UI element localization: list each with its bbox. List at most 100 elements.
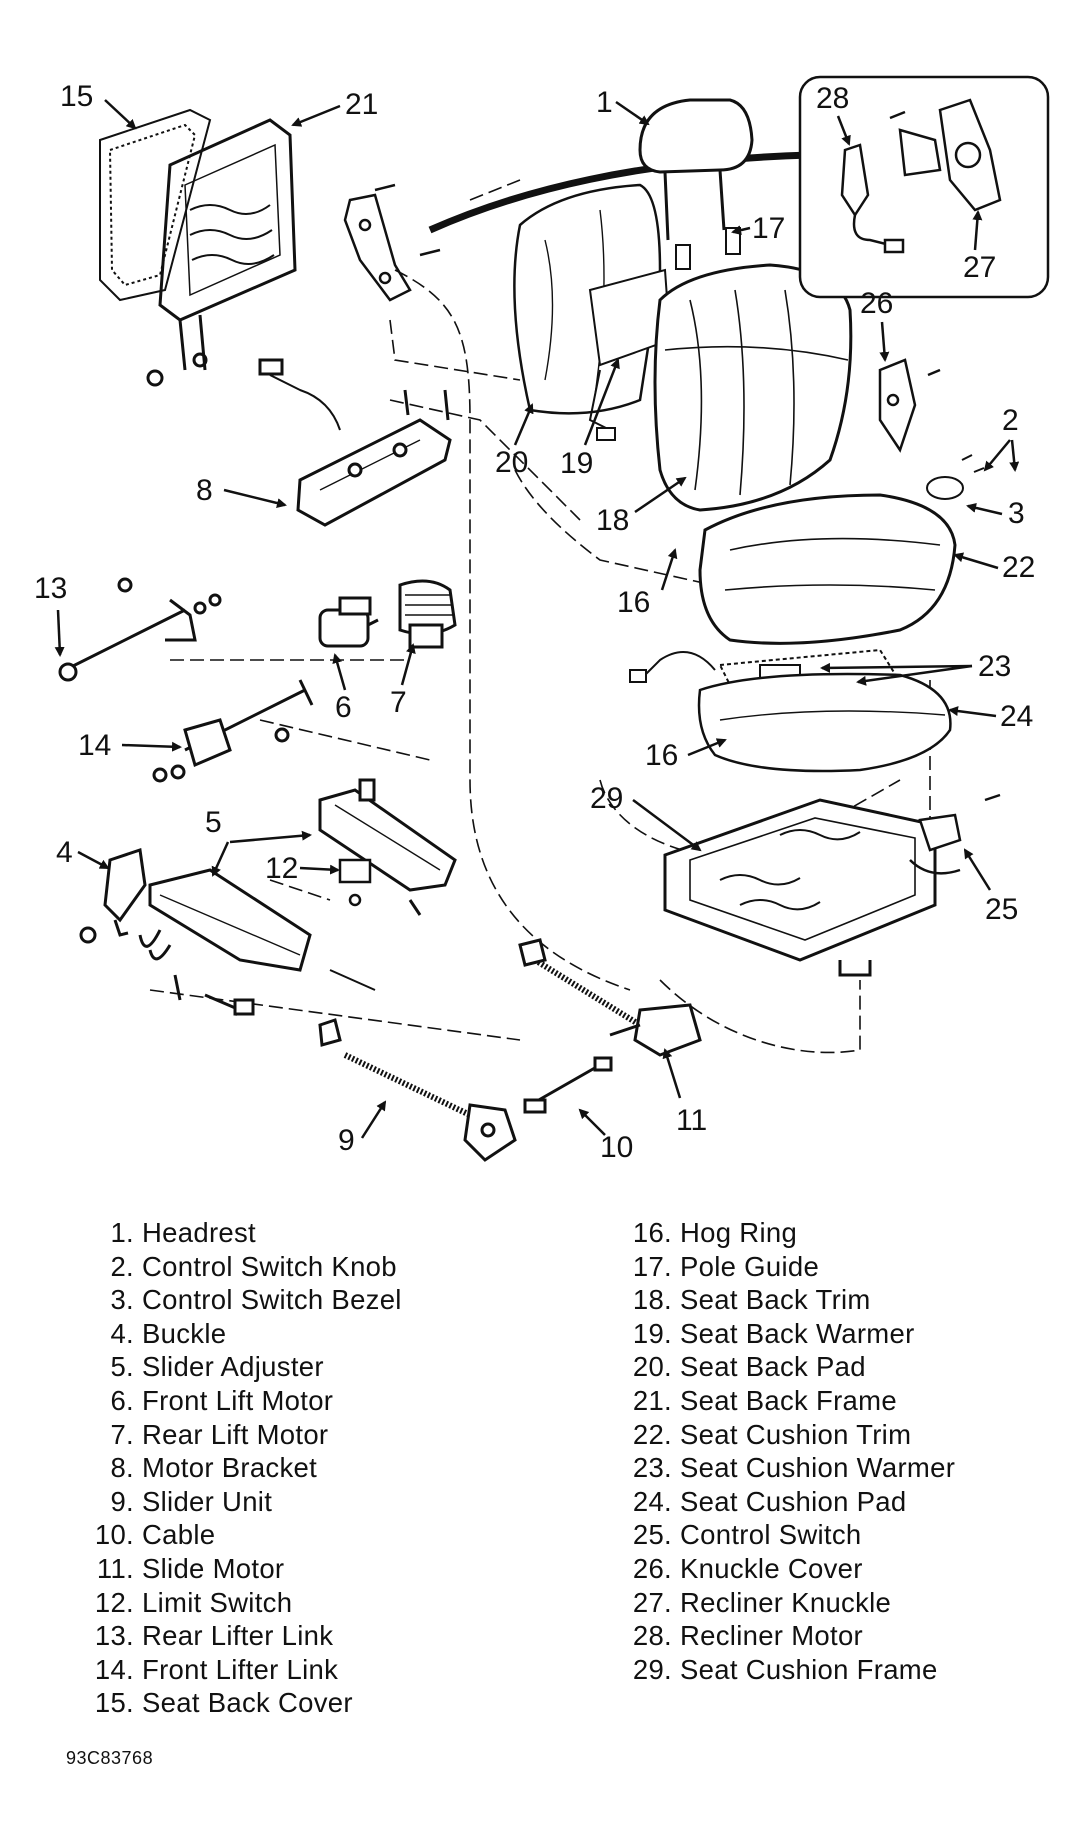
legend-number: 16. xyxy=(632,1217,672,1248)
rear-lifter-link xyxy=(58,577,222,682)
legend-item: 5.Slider Adjuster xyxy=(82,1350,402,1384)
seat-back-cover xyxy=(99,108,212,302)
legend-number: 8. xyxy=(110,1452,134,1484)
motor-bracket xyxy=(258,358,452,527)
legend-label: Recliner Knuckle xyxy=(680,1586,892,1618)
legend-item: 11.Slide Motor xyxy=(82,1552,402,1586)
legend-item: 8.Motor Bracket xyxy=(82,1451,402,1485)
legend-number: 20. xyxy=(632,1351,672,1383)
control-switch-bezel xyxy=(926,454,985,500)
legend-number: 18. xyxy=(632,1284,672,1316)
legend-number: 5. xyxy=(110,1351,134,1383)
callout-22: 22 xyxy=(953,551,1035,584)
control-switch xyxy=(909,793,1001,875)
legend-label: Control Switch xyxy=(680,1519,862,1551)
legend-label: Slider Adjuster xyxy=(142,1351,324,1383)
limit-switch xyxy=(338,858,372,907)
legend-item: 14.Front Lifter Link xyxy=(82,1653,402,1687)
recliner-inset xyxy=(798,75,1050,299)
legend-number: 11. xyxy=(96,1552,134,1584)
callout-label: 4 xyxy=(56,836,73,869)
legend-number: 26. xyxy=(632,1552,672,1584)
legend-item: 24.Seat Cushion Pad xyxy=(618,1485,955,1519)
legend-item: 13.Rear Lifter Link xyxy=(82,1619,402,1653)
slider-unit xyxy=(318,1018,517,1162)
callout-11: 11 xyxy=(662,1048,707,1137)
cable xyxy=(523,1056,613,1114)
legend-item: 18.Seat Back Trim xyxy=(618,1283,955,1317)
callout-label: 22 xyxy=(1002,551,1035,584)
front-lift-motor xyxy=(318,596,379,648)
legend-label: Recliner Motor xyxy=(680,1620,864,1652)
legend-label: Seat Back Cover xyxy=(142,1687,353,1719)
legend-label: Front Lift Motor xyxy=(142,1384,334,1416)
callout-6: 6 xyxy=(332,653,352,724)
legend-number: 21. xyxy=(632,1384,672,1416)
legend-label: Seat Cushion Frame xyxy=(680,1653,938,1685)
legend-item: 26.Knuckle Cover xyxy=(618,1552,955,1586)
callout-label: 3 xyxy=(1008,497,1025,530)
legend-item: 28.Recliner Motor xyxy=(618,1619,955,1653)
legend-item: 22.Seat Cushion Trim xyxy=(618,1418,955,1452)
figure-id: 93C83768 xyxy=(66,1748,154,1768)
legend-item: 10.Cable xyxy=(82,1518,402,1552)
callout-16-lower: 16 xyxy=(645,738,727,772)
legend-number: 12. xyxy=(94,1586,134,1618)
legend-label: Rear Lifter Link xyxy=(142,1620,334,1652)
legend-number: 17. xyxy=(632,1250,672,1282)
legend-label: Control Switch Bezel xyxy=(142,1284,402,1316)
callout-label: 8 xyxy=(196,474,213,507)
callout-label: 10 xyxy=(600,1131,633,1164)
legend-number: 28. xyxy=(632,1620,672,1652)
callout-label: 21 xyxy=(345,88,378,121)
callout-3: 3 xyxy=(966,497,1025,530)
callout-18: 18 xyxy=(596,476,687,537)
callout-8: 8 xyxy=(196,474,287,508)
legend-item: 9.Slider Unit xyxy=(82,1485,402,1519)
callout-13: 13 xyxy=(34,572,67,657)
callout-label: 18 xyxy=(596,504,629,537)
legend-number: 6. xyxy=(110,1384,134,1416)
callout-28: 28 xyxy=(816,82,851,146)
callout-7: 7 xyxy=(390,643,416,719)
legend-item: 15.Seat Back Cover xyxy=(82,1686,402,1720)
legend-number: 3. xyxy=(110,1284,134,1316)
callout-29: 29 xyxy=(590,782,702,852)
legend-label: Seat Cushion Trim xyxy=(680,1418,912,1450)
front-lifter-link xyxy=(152,679,314,783)
legend-item: 1.Headrest xyxy=(82,1216,402,1250)
callout-label: 12 xyxy=(265,852,298,885)
callout-5: 5 xyxy=(205,806,312,877)
lower-seat-rail xyxy=(148,868,376,1017)
callout-9: 9 xyxy=(338,1100,387,1157)
callout-27: 27 xyxy=(963,210,996,284)
pole-guide xyxy=(675,227,741,270)
legend-item: 20.Seat Back Pad xyxy=(618,1350,955,1384)
legend-number: 13. xyxy=(94,1620,134,1652)
callout-label: 27 xyxy=(963,251,996,284)
legend-number: 23. xyxy=(632,1452,672,1484)
callout-label: 16 xyxy=(617,586,650,619)
callout-label: 23 xyxy=(978,650,1011,683)
legend-item: 23.Seat Cushion Warmer xyxy=(618,1451,955,1485)
callout-label: 5 xyxy=(205,806,222,839)
seat-cushion-frame xyxy=(663,798,937,977)
callout-1: 1 xyxy=(596,86,650,126)
legend-number: 22. xyxy=(632,1418,672,1450)
legend-item: 6.Front Lift Motor xyxy=(82,1384,402,1418)
seat-exploded-diagram: 1 2 3 4 5 6 7 8 9 10 11 1 xyxy=(34,75,1050,1164)
legend-label: Limit Switch xyxy=(142,1586,293,1618)
legend-label: Seat Back Pad xyxy=(680,1351,866,1383)
legend-number: 27. xyxy=(632,1586,672,1618)
legend-label: Seat Cushion Warmer xyxy=(680,1452,956,1484)
callout-label: 1 xyxy=(596,86,613,119)
callout-25: 25 xyxy=(963,848,1018,926)
callout-label: 16 xyxy=(645,739,678,772)
seat-back-trim xyxy=(653,263,853,512)
legend-number: 10. xyxy=(94,1519,134,1551)
legend-label: Pole Guide xyxy=(680,1250,820,1282)
legend-number: 1. xyxy=(110,1217,134,1248)
callout-4: 4 xyxy=(56,836,110,870)
